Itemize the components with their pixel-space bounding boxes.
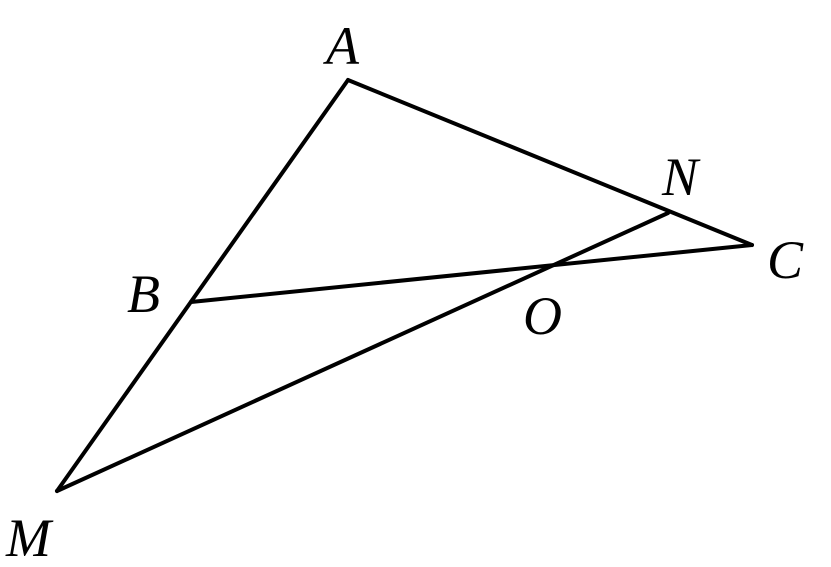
segment-mn [55, 211, 670, 493]
point-label-c: C [767, 230, 804, 290]
segment-ac [346, 78, 754, 247]
point-label-m: M [5, 508, 54, 567]
point-label-b: B [127, 264, 160, 324]
point-label-n: N [661, 147, 701, 207]
point-label-o: O [523, 286, 562, 346]
point-labels: A N C B O M [5, 16, 804, 567]
point-label-a: A [323, 16, 360, 76]
segments [55, 78, 754, 493]
segment-bc [189, 243, 754, 304]
segment-am [55, 78, 350, 493]
